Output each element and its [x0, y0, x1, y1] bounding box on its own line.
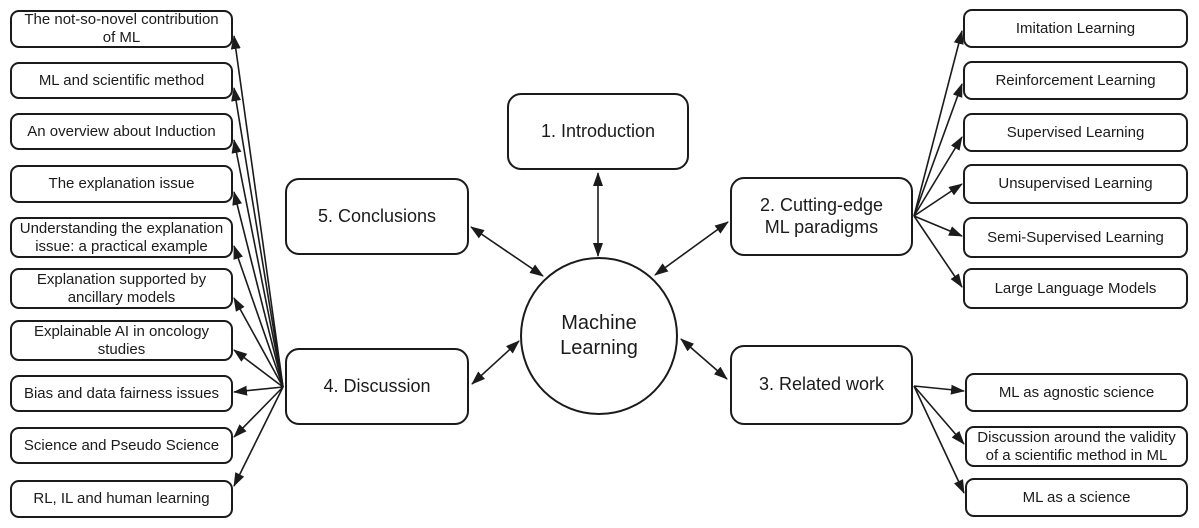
arrow-discussion-topic-5 — [233, 297, 284, 388]
node-cutting-edge-ml-paradigms: 2. Cutting-edge ML paradigms — [730, 177, 913, 256]
topic-ml-agnostic-science: ML as agnostic science — [965, 373, 1188, 412]
arrow-related-topic-1 — [913, 385, 965, 445]
topic-understanding-explanation-example: Understanding the explanation issue: a p… — [10, 217, 233, 258]
arrow-discussion-topic-3 — [232, 191, 284, 388]
arrow-center-related-work — [680, 338, 728, 380]
arrow-discussion-topic-2 — [231, 139, 284, 388]
arrow-discussion-topic-7 — [233, 385, 284, 396]
topic-large-language-models: Large Language Models — [963, 268, 1188, 309]
arrow-paradigm-topic-2 — [913, 136, 963, 217]
arrow-discussion-topic-9 — [233, 386, 284, 487]
arrow-related-topic-0 — [913, 384, 965, 395]
topic-explanation-issue: The explanation issue — [10, 165, 233, 203]
arrow-discussion-topic-8 — [233, 386, 284, 438]
topic-imitation-learning: Imitation Learning — [963, 9, 1188, 48]
arrow-paradigm-topic-5 — [913, 215, 963, 288]
node-introduction: 1. Introduction — [507, 93, 689, 170]
node-machine-learning-center: Machine Learning — [520, 257, 678, 415]
arrow-related-topic-2 — [913, 385, 965, 494]
topic-explainable-ai-oncology: Explainable AI in oncology studies — [10, 320, 233, 361]
topic-validity-scientific-method: Discussion around the validity of a scie… — [965, 426, 1188, 467]
topic-unsupervised-learning: Unsupervised Learning — [963, 164, 1188, 204]
topic-not-so-novel-contribution: The not-so-novel contribution of ML — [10, 10, 233, 48]
node-conclusions: 5. Conclusions — [285, 178, 469, 255]
arrow-discussion-topic-1 — [231, 87, 284, 388]
topic-bias-data-fairness: Bias and data fairness issues — [10, 375, 233, 412]
arrow-center-conclusions — [470, 226, 544, 277]
node-related-work: 3. Related work — [730, 345, 913, 425]
topic-ml-as-a-science: ML as a science — [965, 478, 1188, 517]
topic-semi-supervised-learning: Semi-Supervised Learning — [963, 217, 1188, 258]
arrow-center-discussion — [471, 340, 520, 385]
arrow-paradigm-topic-1 — [913, 83, 963, 217]
topic-supervised-learning: Supervised Learning — [963, 113, 1188, 152]
topic-explanation-ancillary-models: Explanation supported by ancillary model… — [10, 268, 233, 309]
topic-science-pseudo-science: Science and Pseudo Science — [10, 427, 233, 464]
arrow-paradigm-topic-3 — [913, 183, 963, 217]
topic-rl-il-human-learning: RL, IL and human learning — [10, 480, 233, 518]
arrow-discussion-topic-6 — [233, 349, 284, 388]
topic-reinforcement-learning: Reinforcement Learning — [963, 61, 1188, 100]
arrow-discussion-topic-0 — [230, 35, 284, 388]
arrow-paradigm-topic-0 — [913, 30, 964, 217]
arrow-discussion-topic-4 — [233, 245, 284, 388]
topic-ml-and-scientific-method: ML and scientific method — [10, 62, 233, 99]
topic-overview-about-induction: An overview about Induction — [10, 113, 233, 150]
arrow-paradigm-topic-4 — [913, 215, 963, 237]
node-discussion: 4. Discussion — [285, 348, 469, 425]
arrow-center-cutting-edge — [654, 221, 729, 276]
